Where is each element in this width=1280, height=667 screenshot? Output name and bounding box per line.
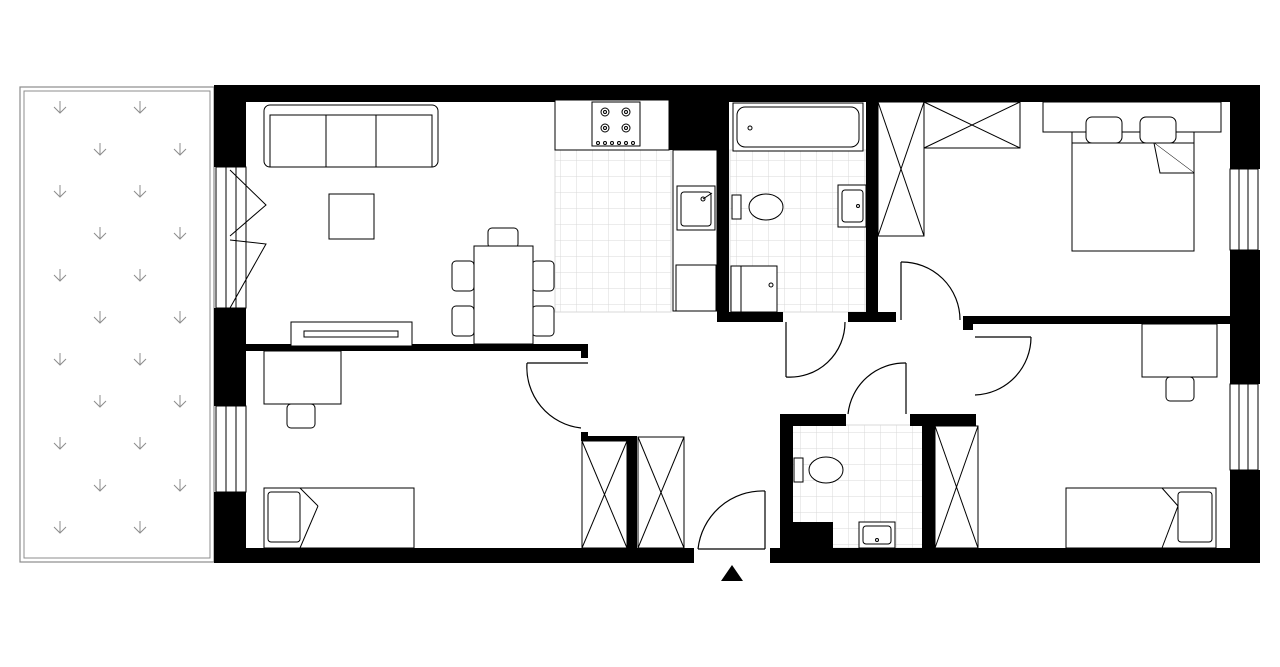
door-entrance (697, 490, 766, 550)
door-master-bedroom (900, 261, 961, 321)
balcony-drain-arrow-icon (133, 521, 147, 534)
furniture (263, 99, 1222, 549)
balcony-drain-arrow-icon (173, 395, 187, 408)
bed-east (1065, 487, 1217, 549)
entrance-arrow-icon (721, 565, 743, 581)
balcony-drain-arrow-icon (93, 227, 107, 240)
balcony-drain-arrow-icon (93, 143, 107, 156)
dining-set (451, 227, 555, 345)
balcony-drain-arrow-icon (93, 311, 107, 324)
door-bedroom-east (974, 336, 1032, 396)
double-bed (1042, 101, 1222, 252)
balcony-drain-arrow-icon (173, 143, 187, 156)
balcony-drain-arrow-icon (53, 101, 67, 114)
kitchen-counter-side (672, 149, 718, 312)
bathroom-toilet (731, 193, 784, 221)
wardrobe-east (934, 425, 979, 549)
wardrobe-master (877, 101, 1021, 237)
balcony-drain-arrow-icon (133, 437, 147, 450)
bed-west (263, 487, 415, 549)
balcony-drain-arrow-icon (133, 185, 147, 198)
door-bathroom (785, 321, 846, 378)
desk-west (263, 350, 342, 429)
tv-cabinet (290, 321, 413, 347)
bathtub (732, 102, 864, 152)
balcony-drain-arrow-icon (173, 479, 187, 492)
balcony-door (229, 169, 267, 309)
balcony-drain-marks (53, 101, 187, 534)
doors (526, 261, 1032, 550)
door-living-room (526, 362, 588, 429)
balcony-drain-arrow-icon (53, 437, 67, 450)
balcony-drain-arrow-icon (133, 353, 147, 366)
coffee-table (328, 193, 375, 240)
bathroom-sink (837, 184, 867, 228)
sofa (263, 104, 439, 168)
balcony-drain-arrow-icon (133, 101, 147, 114)
stove-burners (596, 107, 635, 145)
kitchen-tiled-floor (554, 149, 672, 313)
wc-sink (858, 521, 896, 549)
balcony-drain-arrow-icon (53, 269, 67, 282)
door-wc (847, 362, 907, 415)
balcony-drain-arrow-icon (173, 227, 187, 240)
walls (214, 85, 1260, 563)
balcony-drain-arrow-icon (53, 353, 67, 366)
balcony-drain-arrow-icon (93, 395, 107, 408)
balcony (19, 86, 215, 563)
wardrobe-hall (581, 436, 685, 549)
desk-east (1141, 323, 1218, 402)
balcony-drain-arrow-icon (133, 269, 147, 282)
balcony-drain-arrow-icon (53, 185, 67, 198)
wc-toilet (793, 456, 844, 484)
washing-machine (730, 265, 778, 313)
balcony-drain-arrow-icon (173, 311, 187, 324)
balcony-drain-arrow-icon (93, 479, 107, 492)
balcony-drain-arrow-icon (53, 521, 67, 534)
windows (215, 166, 1259, 493)
